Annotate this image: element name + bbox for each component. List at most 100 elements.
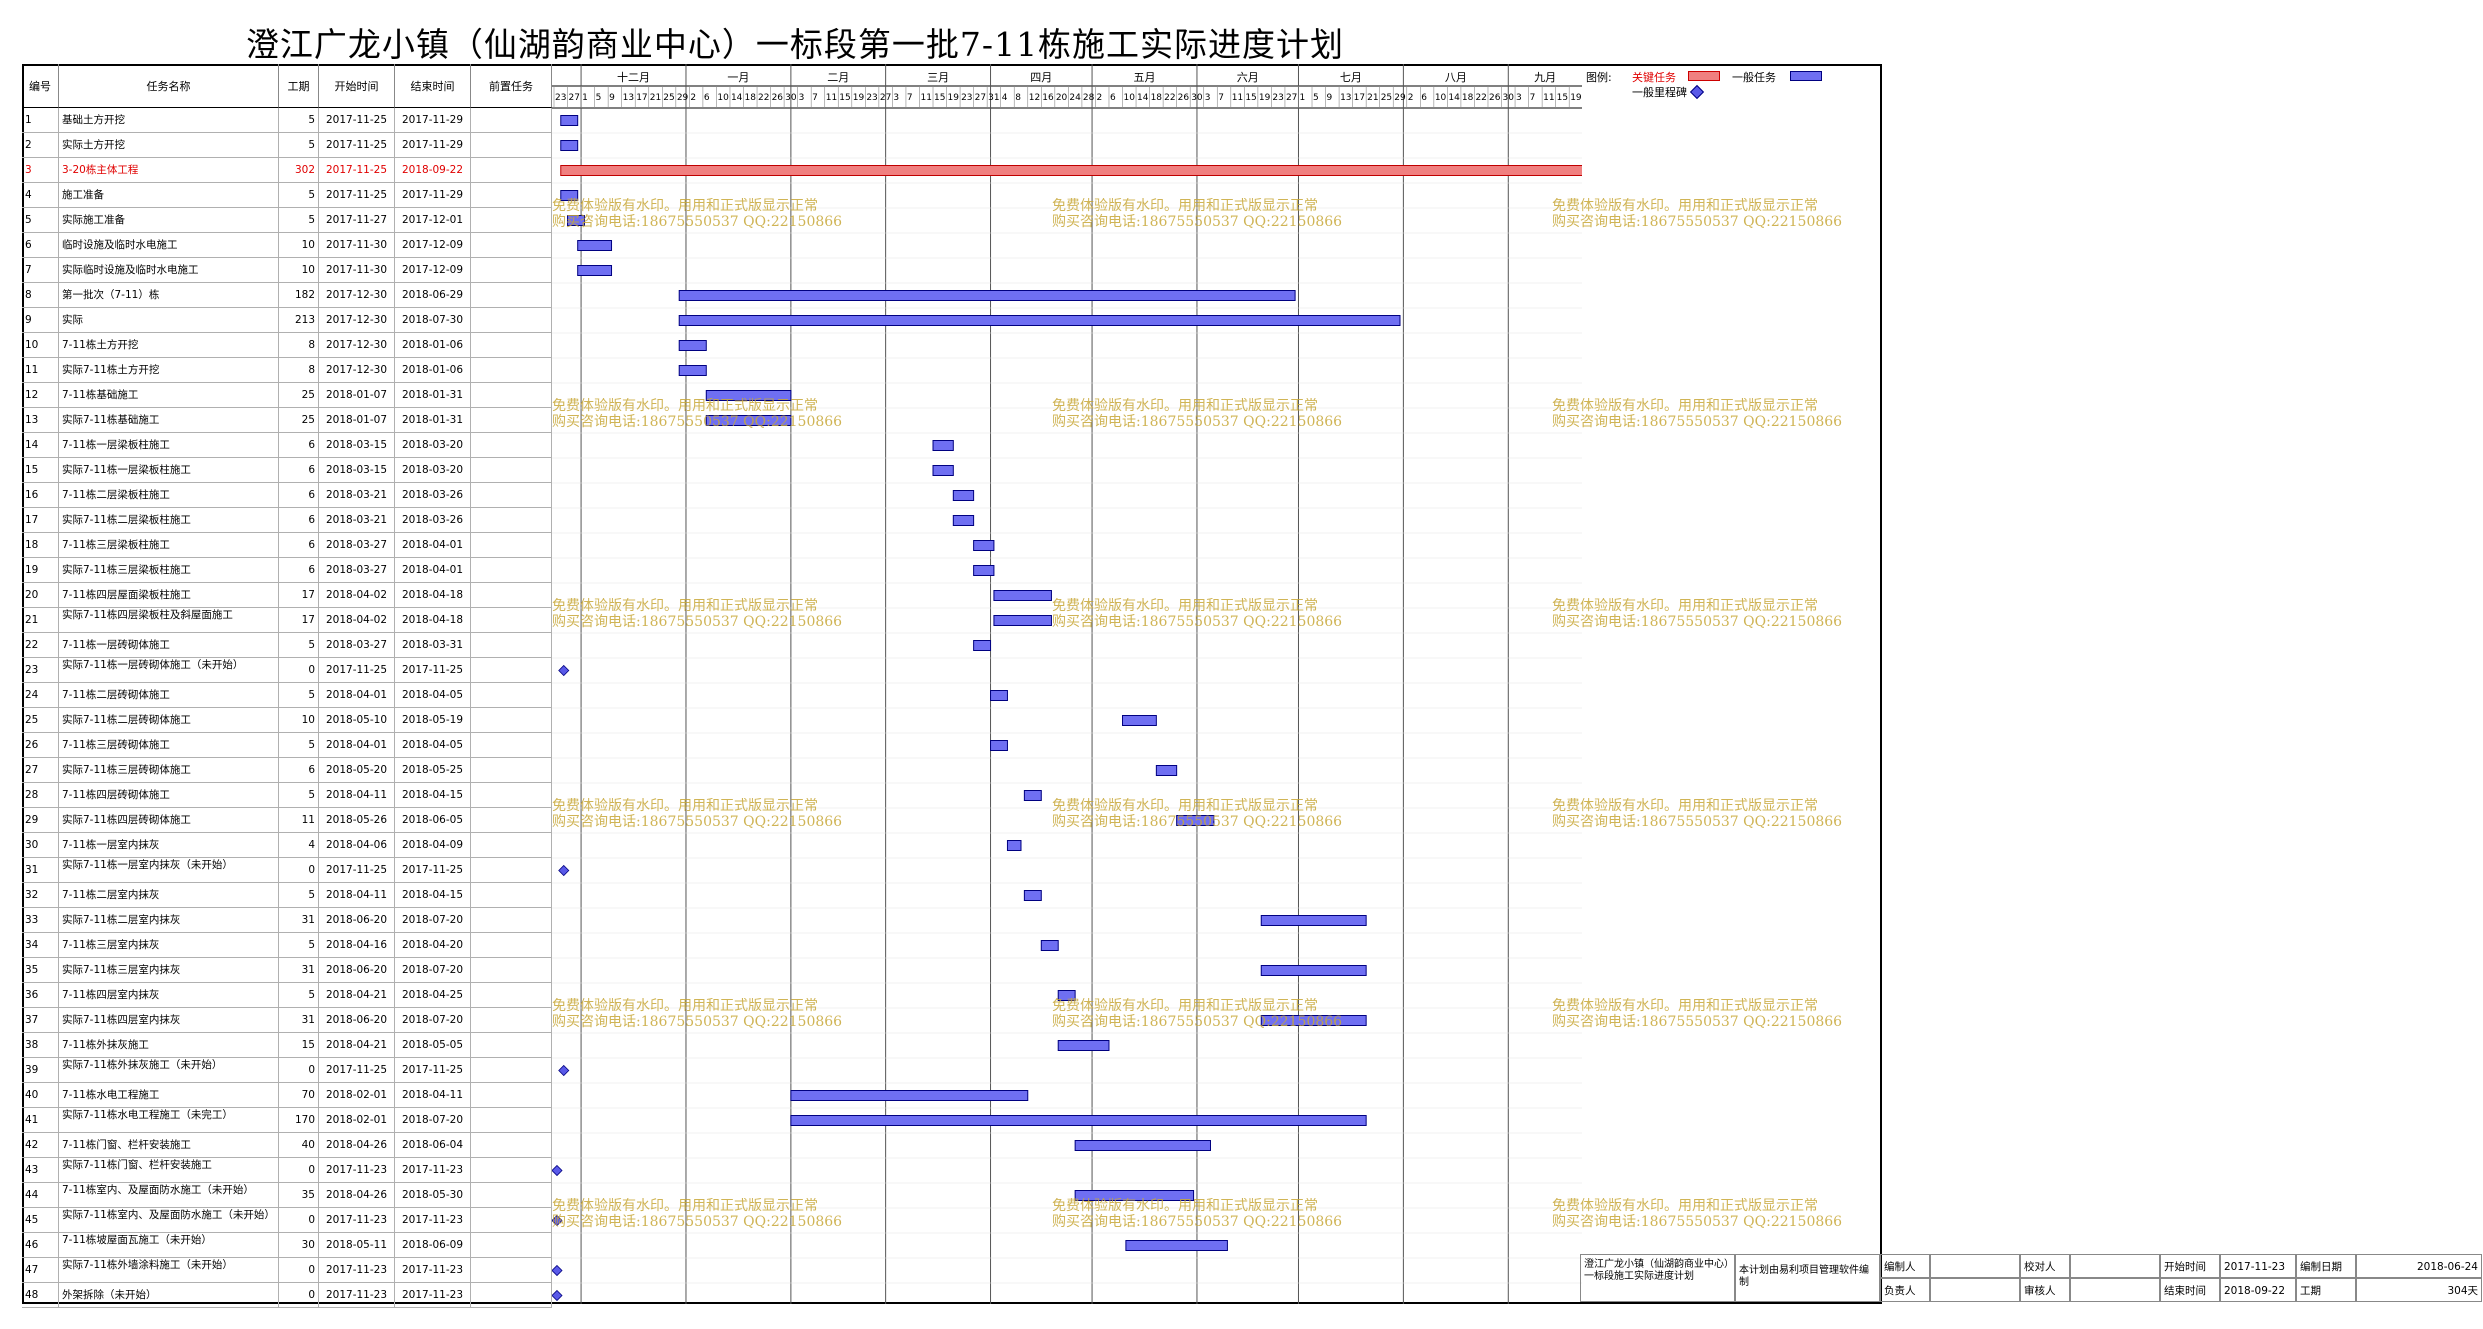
month-label: 十二月 xyxy=(617,70,650,84)
task-end: 2018-07-30 xyxy=(395,308,471,332)
task-id: 48 xyxy=(22,1283,59,1307)
task-predecessor xyxy=(471,758,552,782)
col-header-predecessor[interactable]: 前置任务 xyxy=(471,64,552,108)
task-duration: 0 xyxy=(279,658,319,682)
task-bar xyxy=(790,1115,1367,1126)
milestone-marker xyxy=(558,864,570,877)
task-end: 2018-04-18 xyxy=(395,583,471,607)
task-name: 7-11栋三层砖砌体施工 xyxy=(59,733,279,757)
task-id: 6 xyxy=(22,233,59,257)
task-name: 实际7-11栋三层梁板柱施工 xyxy=(59,558,279,582)
task-name: 7-11栋二层砖砌体施工 xyxy=(59,683,279,707)
task-predecessor xyxy=(471,783,552,807)
task-predecessor xyxy=(471,383,552,407)
task-name: 7-11栋二层梁板柱施工 xyxy=(59,483,279,507)
task-end: 2018-01-06 xyxy=(395,358,471,382)
footer-software: 本计划由易利项目管理软件编制 xyxy=(1735,1254,1880,1302)
day-label: 15 xyxy=(1557,93,1568,103)
day-label: 17 xyxy=(636,93,647,103)
task-id: 24 xyxy=(22,683,59,707)
task-end: 2017-12-09 xyxy=(395,233,471,257)
task-predecessor xyxy=(471,808,552,832)
day-label: 11 xyxy=(920,93,931,103)
task-bar xyxy=(1260,965,1367,976)
task-duration: 8 xyxy=(279,333,319,357)
col-header-name[interactable]: 任务名称 xyxy=(59,64,279,108)
task-predecessor xyxy=(471,608,552,632)
task-bar xyxy=(1023,890,1042,901)
task-start: 2017-11-25 xyxy=(319,158,395,182)
col-header-duration[interactable]: 工期 xyxy=(279,64,319,108)
task-start: 2018-04-01 xyxy=(319,733,395,757)
task-name: 外架拆除（未开始） xyxy=(59,1283,279,1307)
task-duration: 17 xyxy=(279,608,319,632)
col-header-end[interactable]: 结束时间 xyxy=(395,64,471,108)
col-header-start[interactable]: 开始时间 xyxy=(319,64,395,108)
task-duration: 25 xyxy=(279,408,319,432)
task-predecessor xyxy=(471,458,552,482)
task-predecessor xyxy=(471,483,552,507)
task-end: 2017-11-29 xyxy=(395,133,471,157)
task-duration: 17 xyxy=(279,583,319,607)
day-label: 9 xyxy=(609,93,615,103)
footer-owner-label: 负责人 xyxy=(1880,1278,1930,1302)
day-label: 26 xyxy=(772,93,784,103)
task-predecessor xyxy=(471,333,552,357)
footer-end-value: 2018-09-22 xyxy=(2220,1278,2296,1302)
task-duration: 6 xyxy=(279,483,319,507)
col-header-id[interactable]: 编号 xyxy=(22,64,59,108)
task-duration: 0 xyxy=(279,1208,319,1232)
task-id: 8 xyxy=(22,283,59,307)
task-duration: 5 xyxy=(279,133,319,157)
milestone-marker xyxy=(558,664,570,677)
